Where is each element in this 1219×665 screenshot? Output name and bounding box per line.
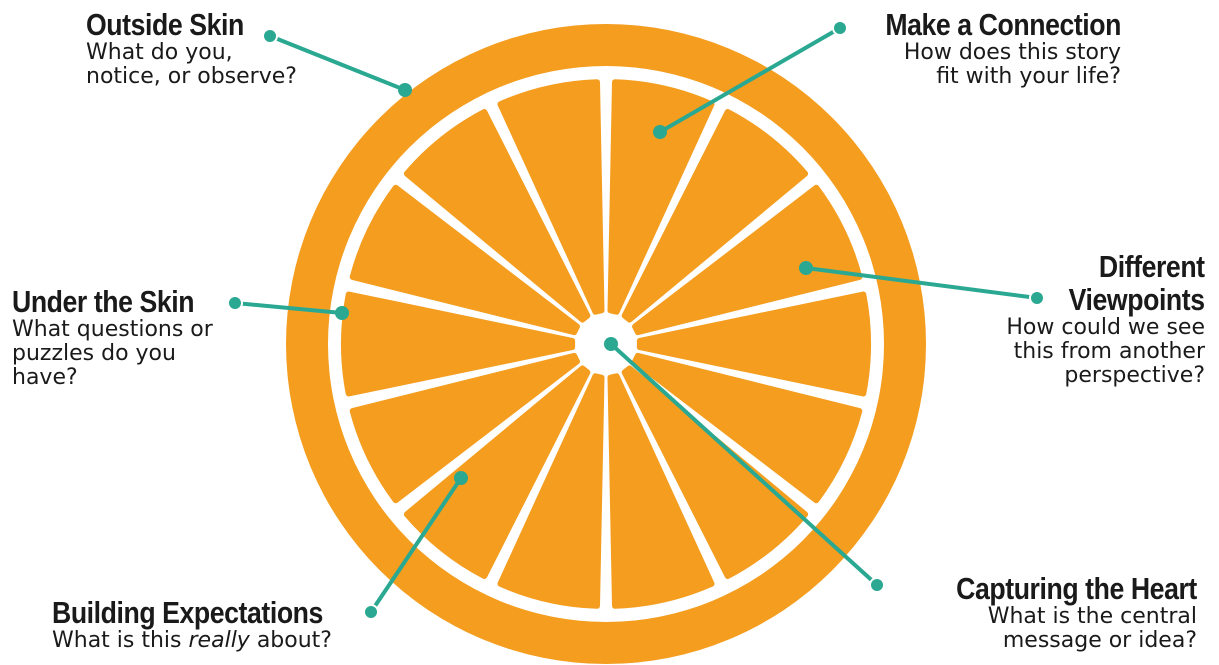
orange-segment bbox=[621, 109, 809, 323]
capturing-heart-anchor-dot bbox=[604, 337, 618, 351]
different-viewpoints-label-dot bbox=[1029, 290, 1045, 306]
outside-skin-anchor-dot bbox=[398, 83, 412, 97]
label-outside-skin: Outside Skin What do you, notice, or obs… bbox=[86, 8, 297, 89]
different-viewpoints-line-3: perspective? bbox=[1064, 363, 1205, 388]
under-skin-label-dot bbox=[227, 295, 243, 311]
capturing-heart-line-2: message or idea? bbox=[1002, 628, 1197, 653]
outside-skin-line-2: notice, or observe? bbox=[86, 64, 297, 89]
connector-lines bbox=[227, 20, 1045, 620]
make-connection-connector-line bbox=[658, 26, 842, 134]
building-expectations-connector-line bbox=[369, 476, 463, 614]
building-expectations-prefix: What is this bbox=[52, 628, 189, 653]
building-expectations-title: Building Expectations bbox=[52, 595, 323, 630]
under-skin-line-1: What questions or bbox=[12, 317, 213, 342]
building-expectations-description: What is this really about? bbox=[52, 629, 367, 653]
orange-segment bbox=[607, 373, 715, 609]
capturing-heart-line-1: What is the central bbox=[987, 604, 1197, 629]
make-connection-label-dot bbox=[832, 20, 848, 36]
outside-skin-line-1: What do you, bbox=[86, 40, 233, 65]
under-skin-anchor-dot bbox=[335, 306, 349, 320]
orange-segment bbox=[636, 291, 872, 397]
orange-segment bbox=[632, 352, 863, 504]
label-building-expectations: Building Expectations What is this reall… bbox=[52, 596, 367, 653]
make-connection-line-2: fit with your life? bbox=[936, 64, 1121, 89]
capturing-heart-title: Capturing the Heart bbox=[956, 571, 1197, 606]
label-under-skin: Under the Skin What questions or puzzles… bbox=[12, 285, 224, 390]
orange-segments bbox=[340, 79, 872, 609]
building-expectations-anchor-dot bbox=[454, 471, 468, 485]
orange-slice bbox=[286, 24, 926, 664]
building-expectations-emphasis: really bbox=[188, 628, 250, 653]
different-viewpoints-title-line-2: Viewpoints bbox=[1069, 282, 1205, 317]
label-capturing-heart: Capturing the Heart What is the central … bbox=[917, 572, 1197, 653]
different-viewpoints-anchor-dot bbox=[799, 261, 813, 275]
different-viewpoints-connector-line bbox=[805, 266, 1038, 300]
label-make-connection: Make a Connection How does this story fi… bbox=[847, 8, 1121, 89]
different-viewpoints-line-2: this from another bbox=[1013, 339, 1205, 364]
orange-segment bbox=[340, 291, 576, 397]
make-connection-line-1: How does this story bbox=[903, 40, 1121, 65]
orange-segment bbox=[349, 352, 580, 504]
outside-skin-label-dot bbox=[262, 28, 278, 44]
under-skin-title: Under the Skin bbox=[12, 284, 195, 319]
building-expectations-label-dot bbox=[363, 604, 379, 620]
outside-skin-title: Outside Skin bbox=[86, 7, 244, 42]
capturing-heart-connector-line bbox=[609, 342, 879, 587]
building-expectations-suffix: about? bbox=[249, 628, 332, 653]
under-skin-connector-line bbox=[234, 301, 343, 315]
outside-skin-connector-line bbox=[269, 34, 406, 92]
different-viewpoints-title-line-1: Different bbox=[1099, 249, 1205, 284]
make-connection-anchor-dot bbox=[653, 125, 667, 139]
orange-segment bbox=[632, 184, 863, 336]
orange-segment bbox=[497, 373, 605, 609]
make-connection-title: Make a Connection bbox=[885, 7, 1121, 42]
orange-segment bbox=[403, 109, 591, 323]
capturing-heart-label-dot bbox=[869, 577, 885, 593]
different-viewpoints-line-1: How could we see bbox=[1006, 315, 1205, 340]
orange-segment bbox=[349, 184, 580, 336]
orange-segment bbox=[497, 79, 605, 315]
under-skin-line-2: puzzles do you bbox=[12, 341, 176, 366]
orange-segment bbox=[403, 365, 591, 579]
label-different-viewpoints: Different Viewpoints How could we see th… bbox=[1006, 250, 1205, 388]
under-skin-line-3: have? bbox=[12, 365, 78, 390]
